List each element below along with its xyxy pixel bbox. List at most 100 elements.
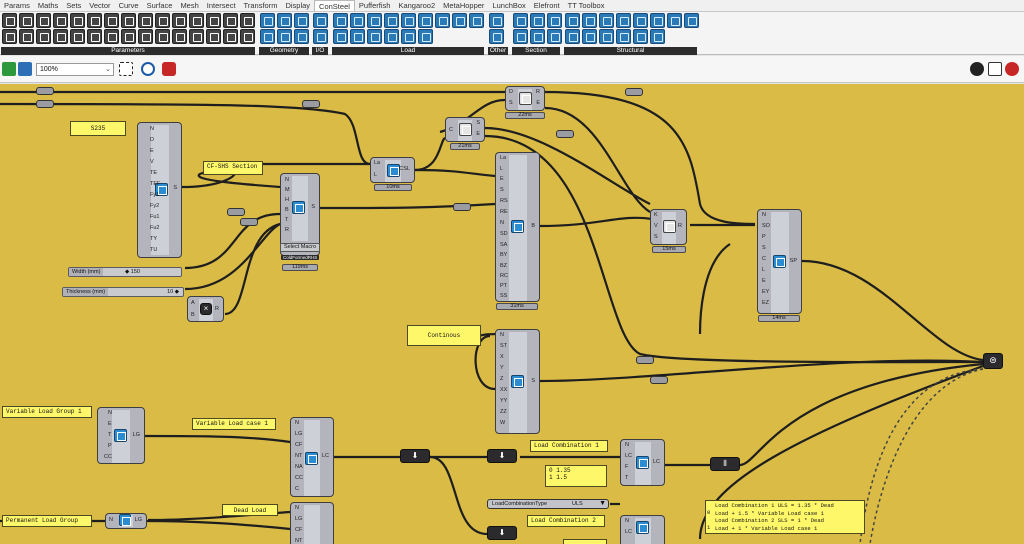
tab-vector[interactable]: Vector (89, 1, 111, 10)
other-icon[interactable] (489, 29, 504, 44)
input-port[interactable]: NT (295, 538, 303, 544)
section-icon[interactable] (513, 29, 528, 44)
input-port[interactable]: T (108, 432, 112, 438)
input-port[interactable]: N (762, 212, 766, 218)
input-port[interactable]: R (285, 227, 289, 233)
output-port[interactable]: E (536, 100, 540, 106)
param-icon[interactable] (155, 13, 170, 28)
input-port[interactable]: La (374, 160, 381, 166)
shaded-preview-icon[interactable] (970, 62, 984, 76)
grasshopper-canvas[interactable]: S235 N D E V TE TEF Fy1 Fy2 Fu1 Fu2 TY T… (0, 84, 1024, 544)
param-icon[interactable] (19, 29, 34, 44)
load-icon[interactable] (435, 13, 450, 28)
point-component[interactable]: D S R E (505, 86, 545, 111)
wire-relay[interactable] (36, 100, 54, 108)
param-icon[interactable] (138, 29, 153, 44)
input-port[interactable]: C (449, 127, 453, 133)
input-port[interactable]: N (109, 517, 113, 523)
load-combination-2-component[interactable]: N LC (620, 515, 665, 544)
param-icon[interactable] (70, 29, 85, 44)
other-icon[interactable] (489, 13, 504, 28)
tab-curve[interactable]: Curve (118, 1, 139, 10)
material-component[interactable]: N D E V TE TEF Fy1 Fy2 Fu1 Fu2 TY TU S (137, 122, 182, 258)
tab-lunchbox[interactable]: LunchBox (492, 1, 526, 10)
input-port[interactable]: TU (150, 247, 158, 253)
tab-pufferfish[interactable]: Pufferfish (358, 1, 391, 10)
input-port[interactable]: S (654, 234, 658, 240)
load-icon[interactable] (401, 29, 416, 44)
input-port[interactable]: N (500, 220, 504, 226)
input-port[interactable]: NT (295, 453, 303, 459)
input-port[interactable]: T (285, 217, 289, 223)
load-icon[interactable] (384, 29, 399, 44)
input-port[interactable]: Fu2 (150, 225, 160, 231)
tab-elefront[interactable]: Elefront (533, 1, 560, 10)
input-port[interactable]: N (625, 518, 629, 524)
param-icon[interactable] (87, 13, 102, 28)
input-port[interactable]: PT (500, 283, 508, 289)
tab-transform[interactable]: Transform (243, 1, 278, 10)
param-icon[interactable] (172, 13, 187, 28)
wireframe-preview-icon[interactable] (988, 62, 1002, 76)
output-port[interactable]: R (536, 89, 540, 95)
input-port[interactable]: LC (625, 529, 633, 535)
tab-mesh[interactable]: Mesh (180, 1, 199, 10)
section-icon[interactable] (547, 13, 562, 28)
input-port[interactable]: NA (295, 464, 303, 470)
param-icon[interactable] (2, 13, 17, 28)
output-port[interactable]: LG (132, 432, 140, 438)
param-icon[interactable] (2, 29, 17, 44)
save-file-icon[interactable] (18, 62, 32, 76)
output-port[interactable]: LC (652, 459, 660, 465)
structural-member-component[interactable]: La L E S RS RE N SD SA BY BZ RC PT SS B (495, 152, 540, 302)
section-component[interactable]: N M H B T R S Select Macro (280, 173, 320, 256)
input-port[interactable]: Z (500, 376, 504, 382)
input-port[interactable]: N (285, 177, 289, 183)
output-port[interactable]: CSL (399, 166, 410, 172)
geometry-icon[interactable] (277, 13, 292, 28)
thickness-slider[interactable]: Thickness (mm) 10 ◆ (62, 287, 184, 297)
structural-icon[interactable] (582, 29, 597, 44)
variable-load-group-panel[interactable]: Variable Load Group 1 (2, 406, 92, 418)
io-icon[interactable] (313, 29, 328, 44)
disable-preview-icon[interactable] (1005, 62, 1019, 76)
tab-kangaroo2[interactable]: Kangaroo2 (398, 1, 436, 10)
structural-icon[interactable] (599, 29, 614, 44)
input-port[interactable]: BZ (500, 263, 508, 269)
preview-eye-icon[interactable] (141, 62, 155, 76)
param-icon[interactable] (87, 29, 102, 44)
variable-load-case-component[interactable]: N LG CF NT NA CC C LC (290, 417, 334, 497)
multiplication-component[interactable]: × A B R (187, 296, 224, 322)
merge-down-icon[interactable]: ⬇ (487, 526, 517, 540)
param-icon[interactable] (138, 13, 153, 28)
input-port[interactable]: LC (625, 453, 633, 459)
param-icon[interactable] (172, 29, 187, 44)
merge-down-icon[interactable]: ⬇ (487, 449, 517, 463)
section-type-panel[interactable]: CF-SHS Section (203, 161, 263, 175)
curve-endpoints-component[interactable]: C S E (445, 117, 485, 142)
output-port[interactable]: S (476, 120, 480, 126)
wire-relay[interactable] (302, 100, 320, 108)
load-icon[interactable] (350, 13, 365, 28)
input-port[interactable]: D (150, 137, 154, 143)
variable-load-group-component[interactable]: N E T P CC LG (97, 407, 145, 464)
wire-relay[interactable] (556, 130, 574, 138)
param-icon[interactable] (121, 13, 136, 28)
input-port[interactable]: M (285, 187, 290, 193)
input-port[interactable]: EZ (762, 300, 770, 306)
wire-relay[interactable] (625, 88, 643, 96)
input-port[interactable]: RE (500, 209, 508, 215)
input-port[interactable]: SS (500, 293, 508, 299)
structural-icon[interactable] (684, 13, 699, 28)
input-port[interactable]: SO (762, 223, 770, 229)
geometry-icon[interactable] (277, 29, 292, 44)
output-port[interactable]: B (531, 223, 535, 229)
input-port[interactable]: SA (500, 242, 508, 248)
load-icon[interactable] (452, 13, 467, 28)
input-port[interactable]: V (150, 159, 154, 165)
input-port[interactable]: S (762, 245, 766, 251)
param-icon[interactable] (240, 13, 255, 28)
eccentricity-component[interactable]: N ST X Y Z XX YY ZZ W S (495, 329, 540, 434)
structural-icon[interactable] (565, 29, 580, 44)
open-file-icon[interactable] (2, 62, 16, 76)
